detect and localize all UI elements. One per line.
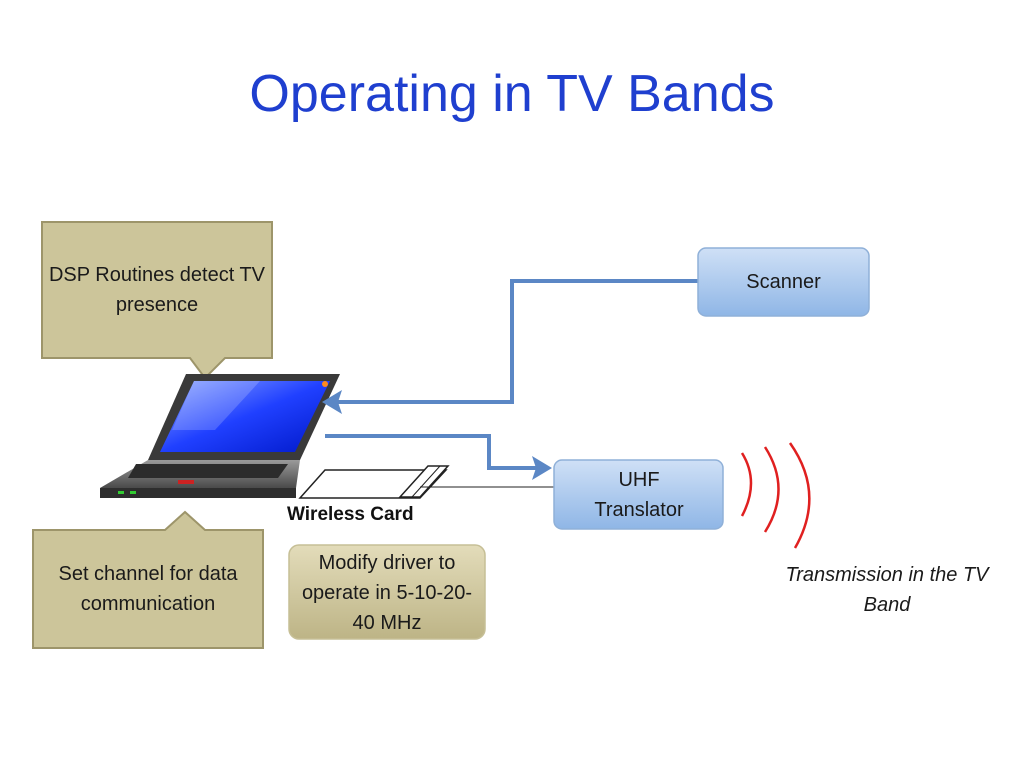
modify-driver-box xyxy=(288,544,486,640)
scanner-label: Scanner xyxy=(746,271,821,293)
dsp-callout-text: DSP Routines detect TV presence xyxy=(48,264,266,316)
set-channel-callout xyxy=(32,510,264,649)
transmission-label: Transmission in the TV Band xyxy=(785,564,989,616)
uhf-translator-label: UHF Translator xyxy=(594,469,684,521)
set-channel-callout-text: Set channel for data communication xyxy=(58,563,238,615)
signal-waves-icon xyxy=(740,442,811,549)
scanner-to-laptop-arrow xyxy=(322,279,700,414)
wireless-card-icon xyxy=(298,465,450,499)
slide-title: Operating in TV Bands xyxy=(249,65,775,123)
scanner-box xyxy=(697,247,870,317)
dsp-callout xyxy=(41,221,273,380)
laptop-to-uhf-arrow xyxy=(325,434,552,480)
modify-driver-label: Modify driver to operate in 5-10-20-40 M… xyxy=(301,552,473,634)
uhf-translator-box xyxy=(553,459,724,530)
wireless-card-label: Wireless Card xyxy=(287,504,414,525)
laptop-icon xyxy=(100,374,340,498)
